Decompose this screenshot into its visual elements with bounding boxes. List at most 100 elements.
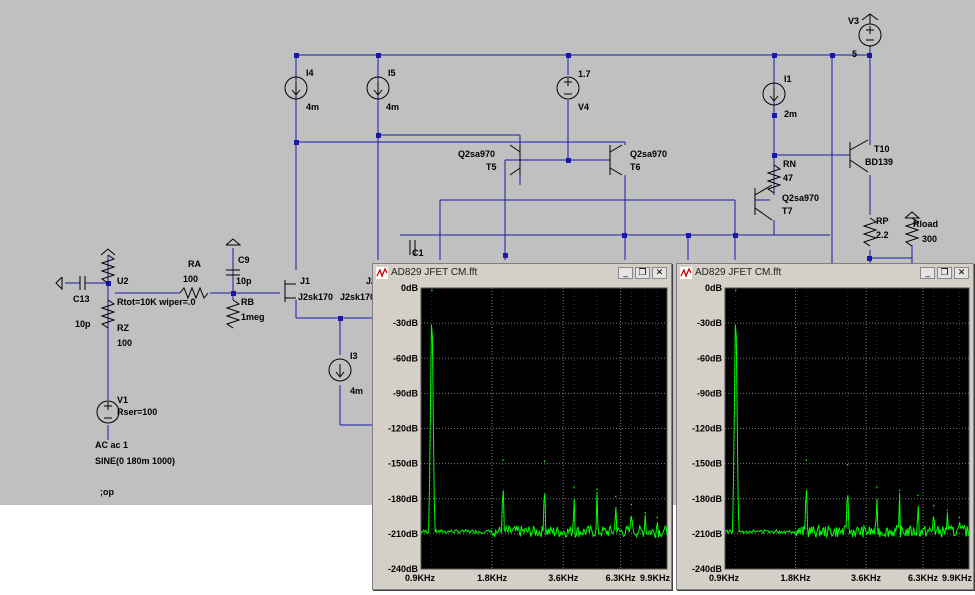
window-title: AD829 JFET CM.fft xyxy=(391,267,478,278)
t6-model: Q2sa970 xyxy=(630,149,667,159)
y-tick-label: -60dB xyxy=(697,353,723,363)
rn-value: 47 xyxy=(783,173,793,183)
close-button[interactable]: ✕ xyxy=(652,267,667,279)
x-tick-label: 3.6KHz xyxy=(548,573,579,583)
u2-value: Rtot=10K wiper=.0 xyxy=(117,297,196,307)
rz-value: 100 xyxy=(117,338,132,348)
i3-ref: I3 xyxy=(350,351,358,361)
fft-window-1[interactable]: AD829 JFET CM.fft _ ❐ ✕ 0dB -30dB -60dB -90… xyxy=(372,263,672,590)
harmonic-peak xyxy=(630,503,633,506)
chart-title: V(out) xyxy=(834,289,860,299)
harmonic-peak xyxy=(573,486,575,488)
close-button[interactable]: ✕ xyxy=(954,267,969,279)
component-labels: V3 5 I4 4m I5 4m 1.7 V4 I1 2m T10 BD139 … xyxy=(73,16,938,497)
y-tick-label: -90dB xyxy=(393,388,419,398)
y-tick-label: 0dB xyxy=(401,283,419,293)
i4-ref: I4 xyxy=(306,68,314,78)
harmonic-peak xyxy=(917,494,919,497)
ra-value: 100 xyxy=(183,274,198,284)
fft-plot-2[interactable]: 0dB-30dB-60dB-90dB-120dB-150dB-180dB-210… xyxy=(677,282,973,589)
j2-ref: J2 xyxy=(366,276,376,286)
c1-ref: C1 xyxy=(412,248,424,258)
rb-ref: RB xyxy=(241,297,254,307)
t7-ref: T7 xyxy=(782,206,793,216)
restore-button[interactable]: ❐ xyxy=(937,267,952,279)
i1-value: 2m xyxy=(784,109,797,119)
directive-ac[interactable]: AC ac 1 xyxy=(95,440,128,450)
x-tick-label: 9.9KHz xyxy=(942,573,973,583)
t5-ref: T5 xyxy=(486,162,497,172)
x-tick-label: 3.6KHz xyxy=(851,573,882,583)
y-tick-label: -60dB xyxy=(393,353,419,363)
fft-chart-svg[interactable]: 0dB-30dB-60dB-90dB-120dB-150dB-180dB-210… xyxy=(373,282,671,589)
y-tick-label: -150dB xyxy=(692,459,723,469)
directive-op[interactable]: ;op xyxy=(100,487,114,497)
harmonic-peak xyxy=(932,504,935,507)
window-titlebar[interactable]: AD829 JFET CM.fft _ ❐ ✕ xyxy=(373,264,671,282)
series-line xyxy=(420,324,668,539)
j1-value: J2sk170 xyxy=(298,292,333,302)
plot-area xyxy=(724,287,970,570)
harmonic-peak xyxy=(875,486,878,488)
j1-ref: J1 xyxy=(300,276,310,286)
harmonic-peak xyxy=(734,289,737,292)
c13-value: 10p xyxy=(75,319,91,329)
chart-title: V(out) xyxy=(531,289,557,299)
ra-ref: RA xyxy=(188,259,201,269)
directive-sine[interactable]: SINE(0 180m 1000) xyxy=(95,456,175,466)
rn-ref: RN xyxy=(783,159,796,169)
x-tick-label: 9.9KHz xyxy=(640,573,671,583)
y-tick-label: 0dB xyxy=(705,283,723,293)
waveform-icon xyxy=(376,267,388,279)
minimize-button[interactable]: _ xyxy=(618,267,633,279)
v1-value: Rser=100 xyxy=(117,407,157,417)
harmonic-peak xyxy=(596,488,598,491)
minimize-button[interactable]: _ xyxy=(920,267,935,279)
rload-value: 300 xyxy=(922,234,937,244)
c9-ref: C9 xyxy=(238,255,250,265)
i5-ref: I5 xyxy=(388,68,396,78)
window-titlebar[interactable]: AD829 JFET CM.fft _ ❐ ✕ xyxy=(677,264,973,282)
symbols xyxy=(55,13,921,424)
x-tick-label: 6.3KHz xyxy=(908,573,939,583)
y-tick-label: -210dB xyxy=(388,529,419,539)
c9-value: 10p xyxy=(236,276,252,286)
i5-value: 4m xyxy=(386,102,399,112)
harmonic-peak xyxy=(958,516,961,519)
i1-ref: I1 xyxy=(784,74,792,84)
i3-value: 4m xyxy=(350,386,363,396)
y-tick-label: -180dB xyxy=(692,494,723,504)
harmonic-peak xyxy=(898,489,901,492)
y-tick-label: -150dB xyxy=(388,459,419,469)
fft-plot-1[interactable]: 0dB-30dB-60dB-90dB-120dB-150dB-180dB-210… xyxy=(373,282,671,589)
series-line xyxy=(724,324,970,539)
y-tick-label: -30dB xyxy=(393,318,419,328)
fft-chart-svg[interactable]: 0dB-30dB-60dB-90dB-120dB-150dB-180dB-210… xyxy=(677,282,973,589)
harmonic-peak xyxy=(543,460,546,463)
x-tick-label: 6.3KHz xyxy=(606,573,637,583)
y-tick-label: -240dB xyxy=(692,564,723,574)
rp-value: 2.2 xyxy=(876,230,889,240)
harmonic-peak xyxy=(946,509,949,512)
schematic-drawing[interactable]: V3 5 I4 4m I5 4m 1.7 V4 I1 2m T10 BD139 … xyxy=(0,0,975,505)
v3-ref: V3 xyxy=(848,16,859,26)
y-tick-label: -90dB xyxy=(697,388,723,398)
t7-model: Q2sa970 xyxy=(782,193,819,203)
rp-ref: RP xyxy=(876,216,889,226)
harmonic-peak xyxy=(805,459,808,461)
rail-voltage: 5 xyxy=(852,49,857,59)
v4-ref: V4 xyxy=(578,102,589,112)
t10-value: BD139 xyxy=(865,157,893,167)
y-tick-label: -210dB xyxy=(692,529,723,539)
x-tick-label: 1.8KHz xyxy=(477,573,508,583)
y-tick-label: -120dB xyxy=(388,424,419,434)
window-title: AD829 JFET CM.fft xyxy=(695,267,782,278)
y-tick-label: -120dB xyxy=(692,424,723,434)
x-tick-label: 0.9KHz xyxy=(709,573,740,583)
restore-button[interactable]: ❐ xyxy=(635,267,650,279)
fft-window-2[interactable]: AD829 JFET CM.fft _ ❐ ✕ 0dB-30dB-60dB-90… xyxy=(676,263,974,590)
harmonic-peak xyxy=(614,495,617,498)
harmonic-peak xyxy=(431,289,433,292)
rb-value: 1meg xyxy=(241,312,265,322)
u2-ref: U2 xyxy=(117,276,129,286)
